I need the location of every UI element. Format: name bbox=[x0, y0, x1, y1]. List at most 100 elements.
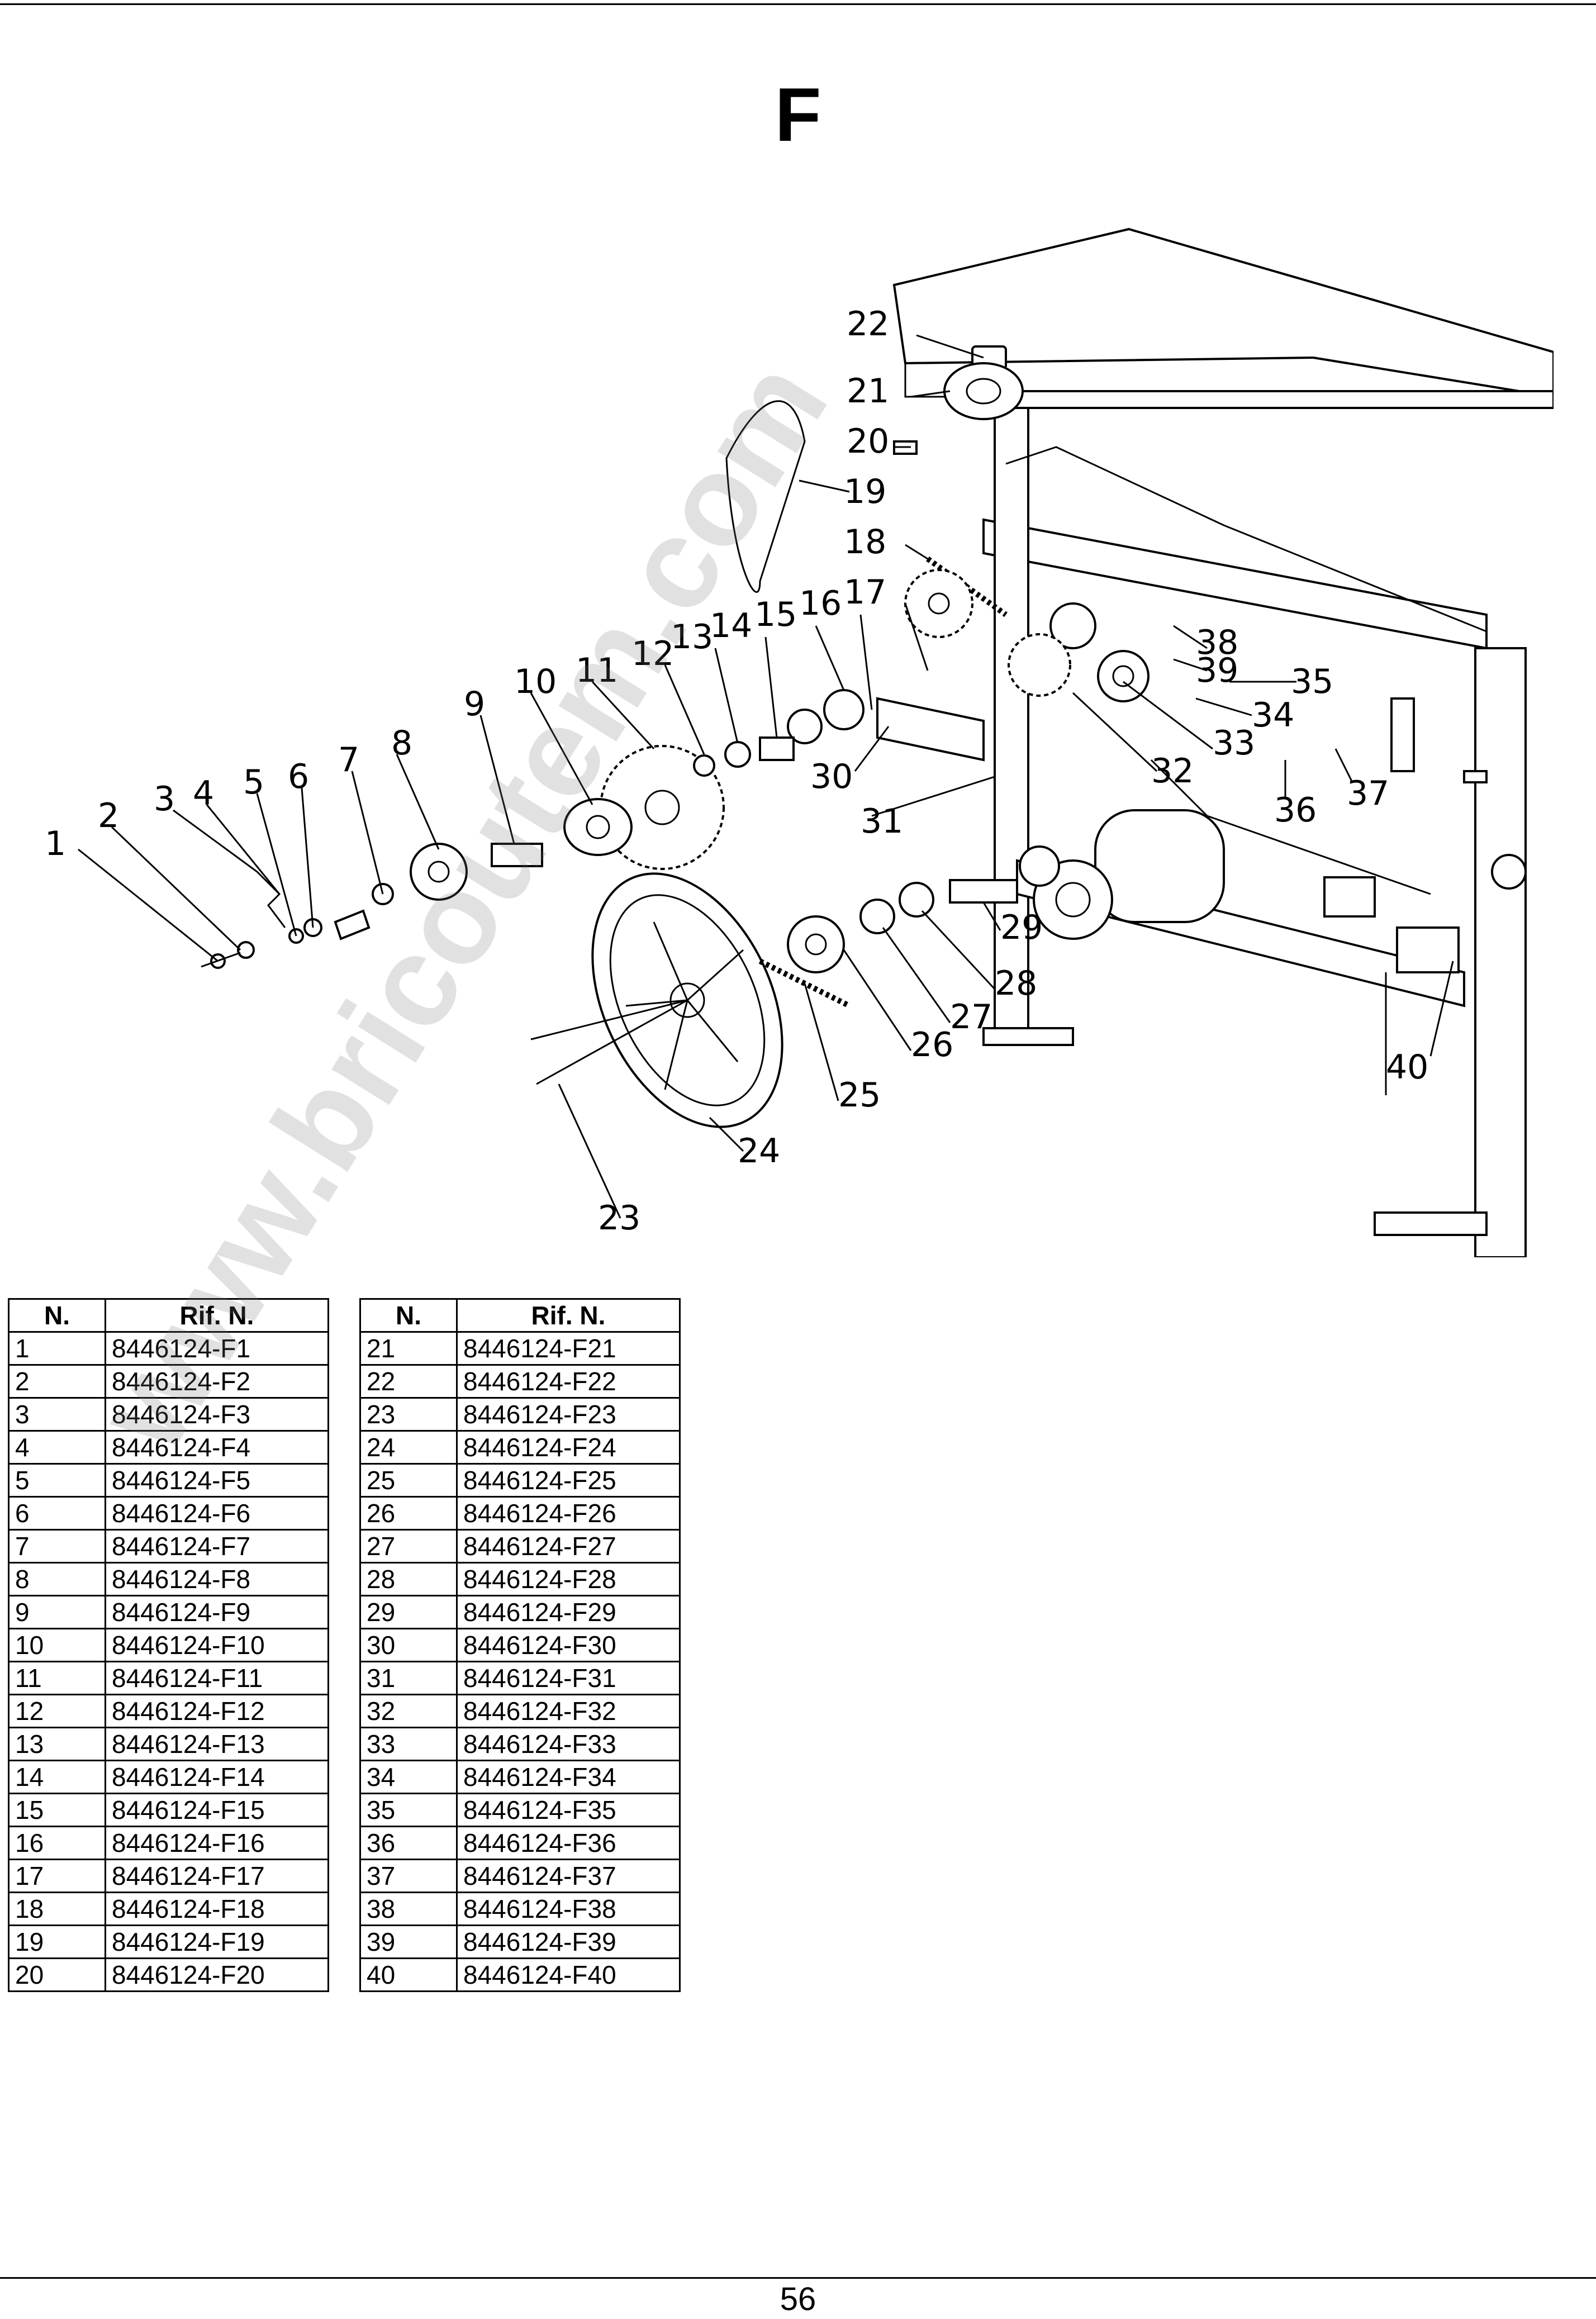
part-ref: 8446124-F20 bbox=[104, 1957, 329, 1992]
callout-34: 34 bbox=[1252, 696, 1294, 735]
part-number: 27 bbox=[359, 1529, 458, 1564]
part-ref: 8446124-F3 bbox=[104, 1397, 329, 1432]
part-number: 3 bbox=[8, 1397, 106, 1432]
callout-13: 13 bbox=[671, 617, 713, 657]
part-ref: 8446124-F31 bbox=[456, 1661, 681, 1695]
part-number: 19 bbox=[8, 1924, 106, 1959]
part-ref: 8446124-F35 bbox=[456, 1793, 681, 1827]
callout-19: 19 bbox=[844, 472, 886, 511]
part-number: 25 bbox=[359, 1463, 458, 1498]
callout-20: 20 bbox=[847, 422, 889, 461]
callout-18: 18 bbox=[844, 522, 886, 562]
callout-27: 27 bbox=[950, 997, 992, 1037]
callout-12: 12 bbox=[631, 634, 674, 673]
part-ref: 8446124-F14 bbox=[104, 1760, 329, 1794]
callout-31: 31 bbox=[861, 802, 903, 841]
col-header-n: N. bbox=[8, 1298, 106, 1333]
part-number: 34 bbox=[359, 1760, 458, 1794]
callout-2: 2 bbox=[98, 796, 119, 835]
callout-17: 17 bbox=[844, 573, 886, 612]
part-ref: 8446124-F22 bbox=[456, 1364, 681, 1399]
page-number: 56 bbox=[780, 2281, 816, 2317]
part-number: 24 bbox=[359, 1430, 458, 1465]
callout-23: 23 bbox=[598, 1199, 640, 1238]
part-ref: 8446124-F29 bbox=[456, 1595, 681, 1629]
part-ref: 8446124-F6 bbox=[104, 1496, 329, 1531]
part-ref: 8446124-F26 bbox=[456, 1496, 681, 1531]
part-number: 35 bbox=[359, 1793, 458, 1827]
part-ref: 8446124-F11 bbox=[104, 1661, 329, 1695]
exploded-parts-diagram: 1 2 3 4 5 6 7 8 9 10 11 12 13 1 bbox=[34, 224, 1554, 1257]
part-ref: 8446124-F24 bbox=[456, 1430, 681, 1465]
part-ref: 8446124-F9 bbox=[104, 1595, 329, 1629]
part-ref: 8446124-F2 bbox=[104, 1364, 329, 1399]
part-number: 12 bbox=[8, 1694, 106, 1728]
part-ref: 8446124-F27 bbox=[456, 1529, 681, 1564]
callout-11: 11 bbox=[576, 651, 618, 690]
callout-26: 26 bbox=[911, 1025, 953, 1065]
col-header-rif: Rif. N. bbox=[456, 1298, 681, 1333]
callout-30: 30 bbox=[810, 757, 853, 796]
part-number: 8 bbox=[8, 1562, 106, 1596]
callout-15: 15 bbox=[754, 595, 797, 634]
part-number: 40 bbox=[359, 1957, 458, 1992]
part-number: 13 bbox=[8, 1727, 106, 1761]
part-number: 5 bbox=[8, 1463, 106, 1498]
part-ref: 8446124-F34 bbox=[456, 1760, 681, 1794]
part-number: 15 bbox=[8, 1793, 106, 1827]
bottom-rule bbox=[0, 2277, 1596, 2279]
part-ref: 8446124-F8 bbox=[104, 1562, 329, 1596]
callout-24: 24 bbox=[738, 1132, 780, 1171]
part-number: 6 bbox=[8, 1496, 106, 1531]
exploded-parts bbox=[201, 345, 1071, 1128]
callout-6: 6 bbox=[288, 757, 309, 796]
part-ref: 8446124-F25 bbox=[456, 1463, 681, 1498]
callout-39: 39 bbox=[1196, 651, 1238, 690]
part-number: 21 bbox=[359, 1331, 458, 1366]
callout-25: 25 bbox=[838, 1076, 881, 1115]
table-header-row: N. Rif. N. bbox=[8, 1298, 329, 1333]
part-number: 36 bbox=[359, 1826, 458, 1860]
part-ref: 8446124-F10 bbox=[104, 1628, 329, 1662]
machine-frame bbox=[892, 227, 1554, 1257]
callout-4: 4 bbox=[193, 774, 214, 813]
part-ref: 8446124-F16 bbox=[104, 1826, 329, 1860]
callout-22: 22 bbox=[847, 305, 889, 344]
part-ref: 8446124-F33 bbox=[456, 1727, 681, 1761]
part-ref: 8446124-F5 bbox=[104, 1463, 329, 1498]
part-ref: 8446124-F39 bbox=[456, 1924, 681, 1959]
part-number: 38 bbox=[359, 1892, 458, 1926]
part-ref: 8446124-F23 bbox=[456, 1397, 681, 1432]
